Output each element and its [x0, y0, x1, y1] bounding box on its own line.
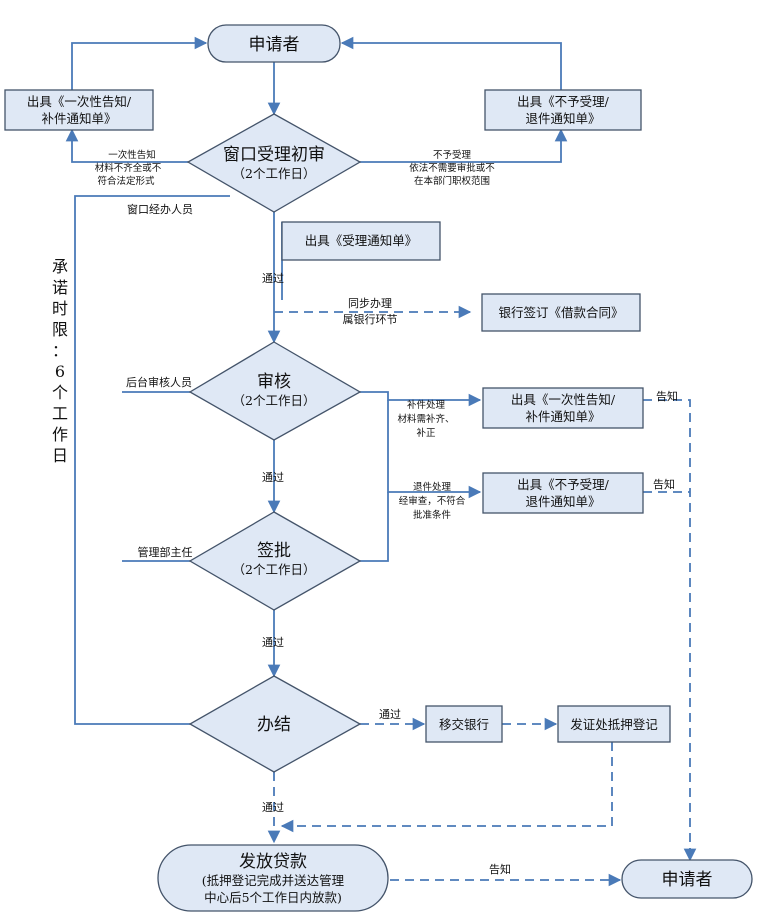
time-limit-char: 作 [52, 425, 68, 444]
notify-label-1: 告知 [656, 389, 678, 403]
node-accept-notice: 出具《受理通知单》 [281, 221, 441, 261]
node-window-review: 窗口受理初审 （2个工作日） [186, 113, 362, 213]
edge-left-notice-to-applicant [71, 36, 208, 90]
reject-notice-line1: 出具《不予受理/ [517, 477, 610, 492]
node-audit: 审核 （2个工作日） [188, 341, 362, 441]
release-note-line1: (抵押登记完成并送达管理 [202, 873, 345, 888]
notice-left-line2: 补件通知单》 [41, 111, 116, 126]
edge-review-to-right-notice [360, 128, 568, 163]
supp-cond-line1: 补件处理 [407, 399, 446, 411]
reject-cond-line2: 经审查，不符合 [399, 495, 466, 507]
time-limit-char: 诺 [52, 278, 68, 297]
time-limit-char: 6 [55, 362, 65, 381]
edge-labels: 一次性告知 材料不齐全或不 符合法定形式 不予受理 依法不需要审批或不 在本部门… [95, 149, 678, 876]
edge-right-notice-to-applicant [340, 36, 562, 90]
accept-notice-label: 出具《受理通知单》 [305, 233, 418, 248]
approve-title: 签批 [257, 541, 291, 561]
supp-notice-line1: 出具《一次性告知/ [511, 392, 616, 407]
node-reject-notice: 出具《不予受理/ 退件通知单》 [482, 472, 644, 514]
reject-cond-line1: 退件处理 [413, 481, 452, 493]
pass-label-3: 通过 [262, 636, 284, 649]
notify-label-3: 告知 [489, 862, 511, 876]
time-limit-char: 时 [52, 299, 68, 318]
sync-line1: 同步办理 [348, 297, 392, 310]
release-title: 发放贷款 [239, 852, 307, 872]
applicant-top-label: 申请者 [249, 35, 300, 55]
edge-audit-to-supp-notice [360, 391, 482, 407]
node-notice-right: 出具《不予受理/ 退件通知单》 [484, 89, 642, 131]
connectors [65, 36, 568, 725]
edge-mortgage-to-release [280, 742, 613, 833]
mortgage-reg-label: 发证处抵押登记 [570, 717, 658, 732]
edge-supp-notify [643, 399, 697, 862]
edge-time-limit-bracket [74, 195, 230, 725]
applicant-bottom-label: 申请者 [662, 870, 713, 890]
time-limit-char: 限 [52, 320, 68, 339]
node-applicant-top: 申请者 [207, 24, 341, 63]
dashed-connectors [267, 305, 697, 887]
finish-title: 办结 [257, 715, 291, 735]
supp-notice-line2: 补件通知单》 [525, 409, 600, 424]
back-staff-label: 后台审核人员 [126, 375, 192, 389]
left-cond-line1: 一次性告知 [108, 149, 156, 161]
window-staff-label: 窗口经办人员 [127, 202, 193, 216]
reject-notice-line2: 退件通知单》 [525, 494, 600, 509]
transfer-bank-label: 移交银行 [439, 717, 489, 732]
pass-label-2: 通过 [262, 471, 284, 484]
window-review-title: 窗口受理初审 [223, 145, 325, 165]
node-applicant-bottom: 申请者 [621, 859, 753, 899]
node-bank-contract: 银行签订《借款合同》 [481, 293, 641, 332]
edge-review-to-left-notice [65, 128, 188, 163]
node-release-loan: 发放贷款 (抵押登记完成并送达管理 中心后5个工作日内放款) [157, 844, 389, 912]
supp-cond-line2: 材料需补齐、 [397, 413, 454, 425]
node-supp-notice: 出具《一次性告知/ 补件通知单》 [482, 387, 644, 429]
notice-left-line1: 出具《一次性告知/ [27, 94, 132, 109]
right-cond-line3: 在本部门职权范围 [414, 175, 490, 187]
supp-cond-line3: 补正 [416, 427, 436, 439]
pass-label-4: 通过 [379, 708, 401, 721]
sync-line2: 属银行环节 [343, 312, 398, 326]
node-mortgage-reg: 发证处抵押登记 [557, 705, 671, 743]
time-limit-char: 承 [52, 257, 68, 276]
window-review-days: （2个工作日） [233, 166, 316, 181]
right-cond-line2: 依法不需要审批或不 [409, 162, 495, 174]
bank-contract-label: 银行签订《借款合同》 [498, 305, 623, 320]
manager-label: 管理部主任 [138, 545, 193, 559]
approve-days: （2个工作日） [233, 562, 316, 577]
time-limit-char: 日 [52, 446, 68, 465]
time-limit-char: 个 [52, 383, 68, 402]
release-note-line2: 中心后5个工作日内放款) [204, 890, 342, 905]
notice-right-line2: 退件通知单》 [525, 111, 600, 126]
pass-label-5: 通过 [262, 801, 284, 814]
time-limit-char: ： [52, 341, 68, 360]
node-approve: 签批 （2个工作日） [188, 511, 362, 611]
edge-approve-to-reject [360, 492, 389, 562]
right-cond-line1: 不予受理 [433, 149, 472, 161]
notice-right-line1: 出具《不予受理/ [517, 94, 610, 109]
reject-cond-line3: 批准条件 [413, 509, 452, 521]
node-notice-left: 出具《一次性告知/ 补件通知单》 [4, 89, 154, 131]
time-limit-char: 工 [52, 404, 68, 423]
left-cond-line3: 符合法定形式 [97, 175, 155, 187]
node-transfer-bank: 移交银行 [425, 705, 503, 743]
audit-title: 审核 [257, 372, 291, 392]
pass-label-1: 通过 [262, 272, 284, 285]
node-finish: 办结 [188, 675, 362, 773]
audit-days: （2个工作日） [233, 393, 316, 408]
notify-label-2: 告知 [653, 477, 675, 491]
left-cond-line2: 材料不齐全或不 [95, 162, 162, 174]
